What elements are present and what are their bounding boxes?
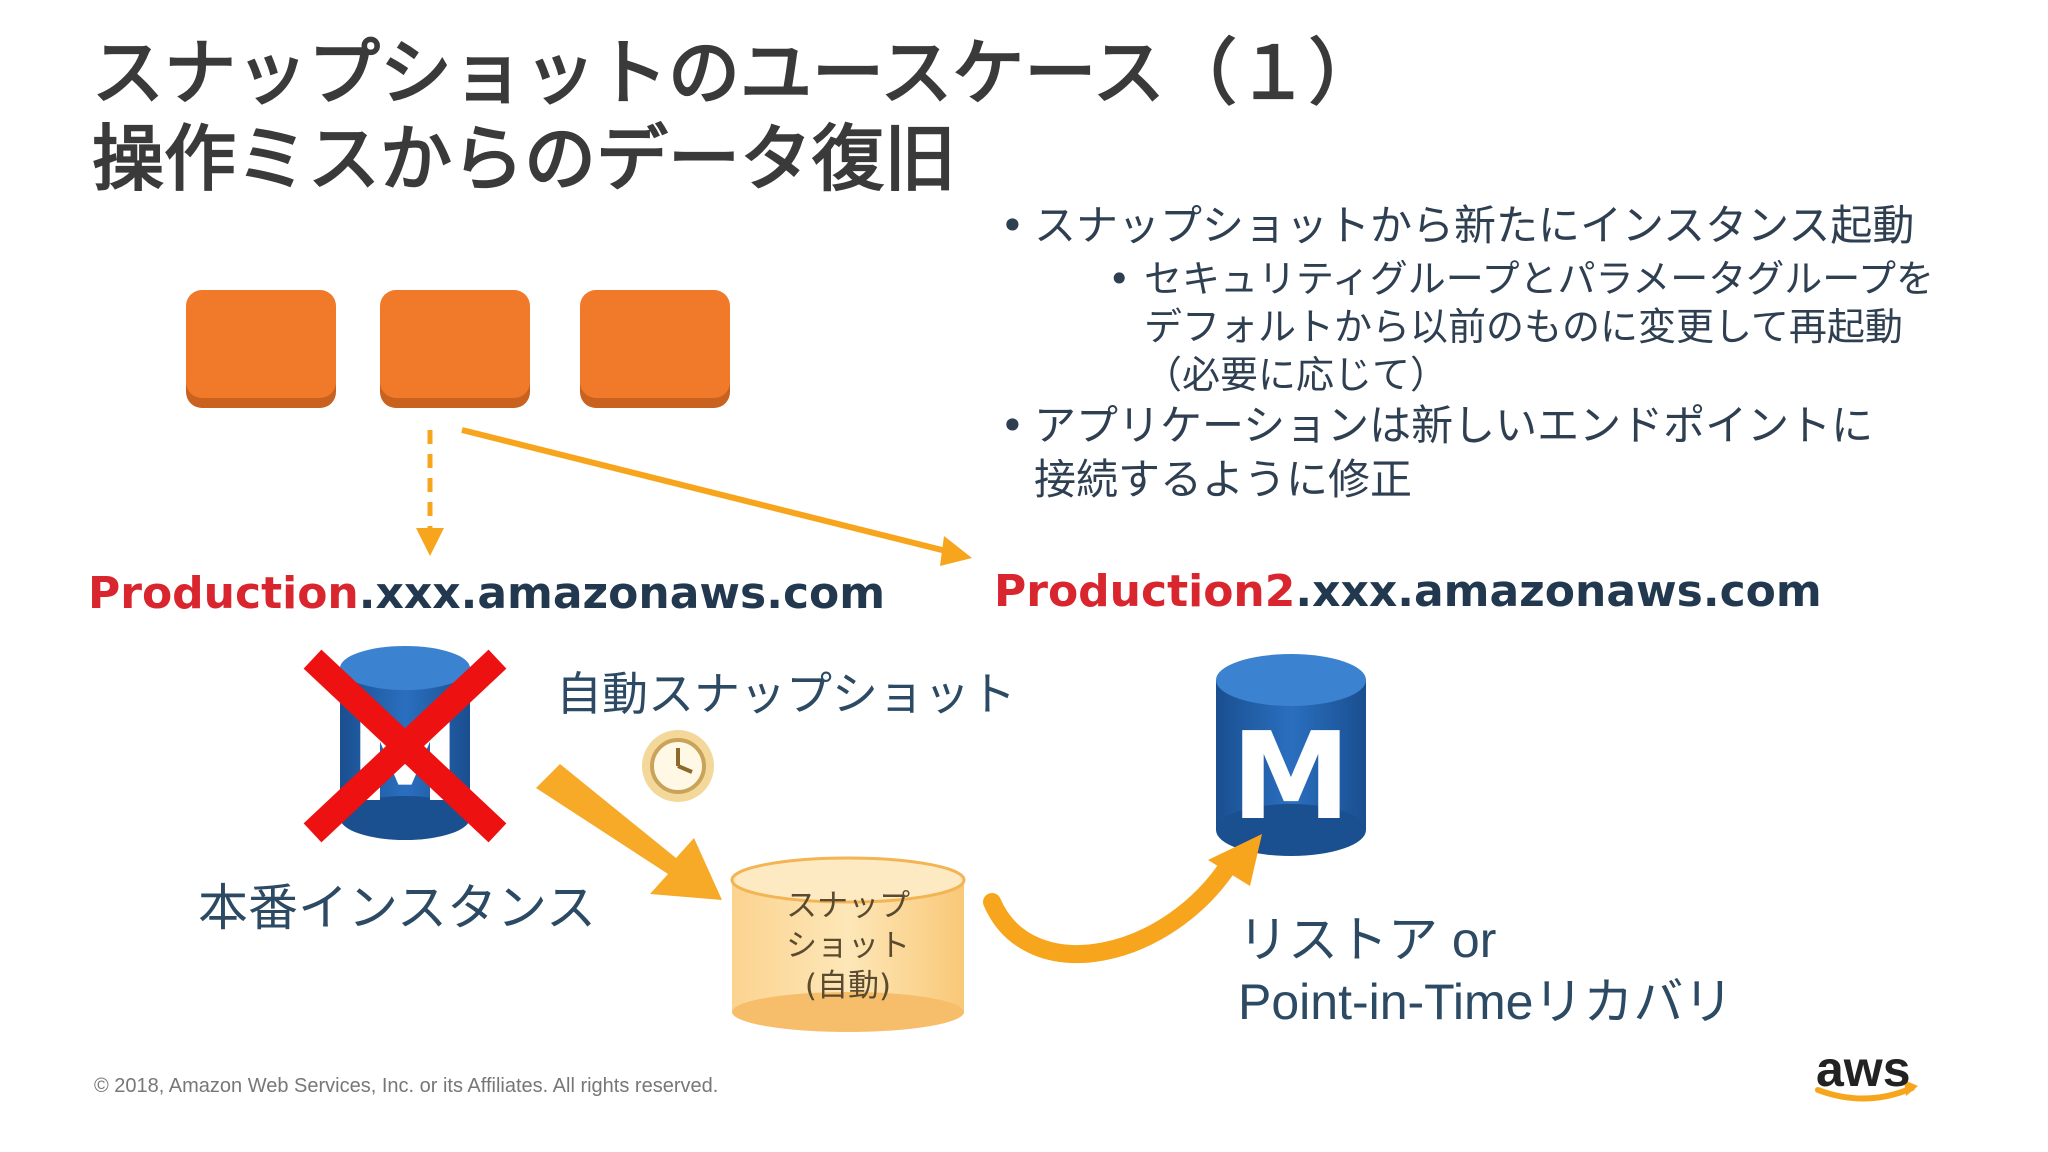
diagonal-arrow [461,427,972,566]
bullet-list: •スナップショットから新たにインスタンス起動 •セキュリティグループとパラメータ… [1000,192,2020,522]
instance-box-3 [580,290,730,408]
cross-mark-icon [303,649,507,843]
restore-label-line2: Point-in-Timeリカバリ [1238,974,1734,1030]
instance-box-2 [380,290,530,408]
snapshot-arrow [536,764,722,900]
instance-box-1 [186,290,336,408]
dashed-arrow-down [416,430,444,556]
aws-logo: aws [1816,1041,1911,1097]
restore-label-line1: リストア or [1238,912,1497,968]
svg-text:M: M [1231,708,1350,847]
aws-smile-icon [1815,1080,1918,1102]
endpoint-production: Production.xxx.amazonaws.com [88,568,886,619]
restored-db-icon: M [1216,654,1366,856]
restore-curved-arrow [983,834,1262,963]
production-instance-label: 本番インスタンス [198,879,596,937]
endpoint-production2: Production2.xxx.amazonaws.com [994,566,1822,617]
sub-bullet-1: •セキュリティグループとパラメータグループを [1108,257,1935,301]
title-line-2: 操作ミスからのデータ復旧 [92,117,957,201]
auto-snapshot-label: 自動スナップショット [556,667,1016,721]
sub-bullet-1-cont: デフォルトから以前のものに変更して再起動 [1144,305,1903,349]
bullet-2: •アプリケーションは新しいエンドポイントに [1000,401,1874,450]
sub-bullet-1-cont2: （必要に応じて） [1144,353,1449,397]
title-line-1: スナップショットのユースケース（１） [92,31,1381,115]
slide-title: スナップショットのユースケース（１） 操作ミスからのデータ復旧 [92,30,1381,202]
snapshot-cylinder [730,856,966,1032]
bullet-2-cont: 接続するように修正 [1034,455,1413,504]
clock-icon [642,730,714,802]
copyright-footer: © 2018, Amazon Web Services, Inc. or its… [94,1075,719,1097]
bullet-1: •スナップショットから新たにインスタンス起動 [1000,201,1915,250]
snapshot-text: スナップ ショット (自動) [786,888,910,1004]
